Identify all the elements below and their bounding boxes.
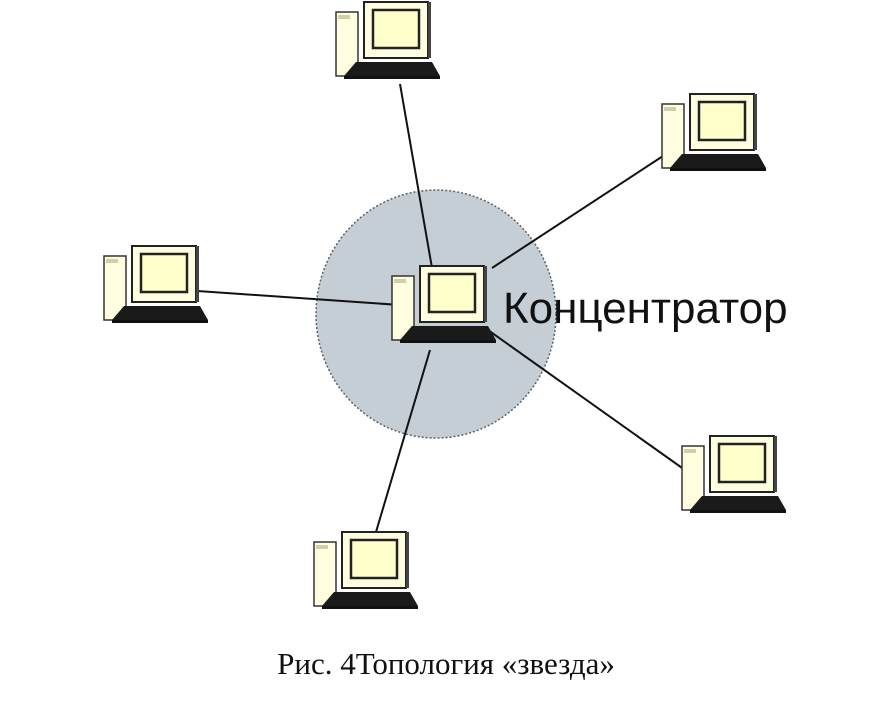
hub-label: Концентратор xyxy=(503,284,788,333)
link-upper-right xyxy=(491,155,664,269)
link-bottom xyxy=(375,349,431,533)
workstation-upper-right-icon xyxy=(660,92,768,173)
workstation-left-icon xyxy=(102,244,210,325)
hub-computer-icon xyxy=(390,264,498,345)
link-left xyxy=(182,289,401,306)
connection-lines xyxy=(182,83,686,533)
link-top xyxy=(399,83,433,269)
link-lower-right xyxy=(487,329,686,471)
workstation-lower-right-icon xyxy=(680,434,788,515)
workstation-bottom-icon xyxy=(312,530,420,611)
figure-caption: Рис. 4Топология «звезда» xyxy=(277,646,615,681)
workstation-top-icon xyxy=(334,0,442,81)
